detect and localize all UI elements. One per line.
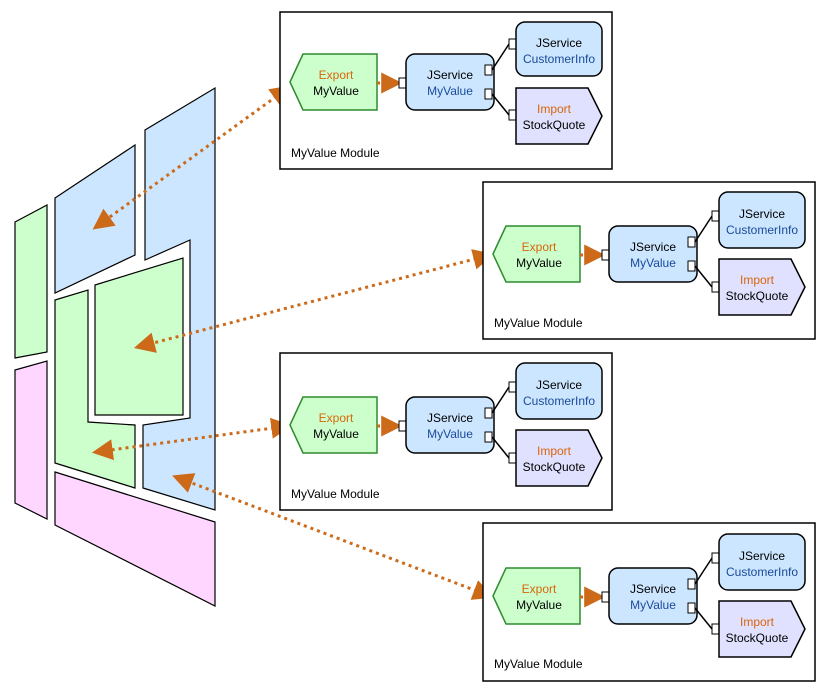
connector-arrow xyxy=(91,417,293,461)
reference-shape[interactable] xyxy=(718,533,806,591)
export-name: MyValue xyxy=(516,598,562,612)
port-in xyxy=(508,109,517,121)
component-shape[interactable] xyxy=(608,567,698,625)
port-in xyxy=(508,38,517,50)
pane-pink-left xyxy=(14,360,48,520)
export-label: Export xyxy=(522,240,557,254)
port-in xyxy=(711,281,720,293)
import-name: StockQuote xyxy=(523,460,586,474)
wire xyxy=(694,557,713,585)
export-name: MyValue xyxy=(516,256,562,270)
module-caption: MyValue Module xyxy=(291,146,380,160)
port-in xyxy=(601,249,610,261)
component-name: MyValue xyxy=(630,256,676,270)
port-in xyxy=(711,552,720,564)
wire xyxy=(491,93,510,116)
reference-name: CustomerInfo xyxy=(726,565,798,579)
wire xyxy=(694,265,713,288)
perspective-page xyxy=(14,86,216,607)
import-shape[interactable] xyxy=(718,600,806,658)
component-name: MyValue xyxy=(427,427,473,441)
port-in xyxy=(508,452,517,464)
wire xyxy=(491,43,510,71)
export-label: Export xyxy=(522,582,557,596)
pane-blue-top-left xyxy=(54,143,136,294)
export-label: Export xyxy=(319,68,354,82)
component-shape[interactable] xyxy=(405,53,495,111)
port-in xyxy=(711,210,720,222)
import-shape[interactable] xyxy=(718,258,806,316)
module-box: Export MyValue JService MyValue JService… xyxy=(279,11,613,170)
port-in xyxy=(398,420,407,432)
export-shape[interactable] xyxy=(289,396,378,454)
port-out xyxy=(484,88,493,100)
reference-shape[interactable] xyxy=(515,21,603,77)
module-caption: MyValue Module xyxy=(494,657,583,671)
module-caption: MyValue Module xyxy=(494,316,583,330)
pane-green-left xyxy=(14,204,48,359)
export-label: Export xyxy=(319,411,354,425)
module-caption: MyValue Module xyxy=(291,487,380,501)
export-shape[interactable] xyxy=(492,567,581,625)
wire xyxy=(491,386,510,414)
reference-name: CustomerInfo xyxy=(523,394,595,408)
port-in xyxy=(601,591,610,603)
module-box: Export MyValue JService MyValue JService… xyxy=(279,352,613,511)
wire xyxy=(491,436,510,459)
connector-arrow xyxy=(133,249,495,353)
connector-arrow xyxy=(92,85,292,230)
port-out xyxy=(687,260,696,272)
port-in xyxy=(711,623,720,635)
pane-green-inner xyxy=(94,257,184,416)
module-box: Export MyValue JService MyValue JService… xyxy=(482,522,816,682)
component-shape[interactable] xyxy=(405,396,495,454)
reference-name: CustomerInfo xyxy=(523,52,595,66)
reference-label: JService xyxy=(739,549,785,563)
port-in xyxy=(398,77,407,89)
import-name: StockQuote xyxy=(726,631,789,645)
port-in xyxy=(508,381,517,393)
export-shape[interactable] xyxy=(492,225,581,283)
reference-shape[interactable] xyxy=(718,191,806,249)
wire xyxy=(694,215,713,243)
component-name: MyValue xyxy=(630,598,676,612)
reference-name: CustomerInfo xyxy=(726,223,798,237)
port-out xyxy=(687,236,696,248)
reference-label: JService xyxy=(536,36,582,50)
component-label: JService xyxy=(630,582,676,596)
import-shape[interactable] xyxy=(515,87,603,145)
import-label: Import xyxy=(537,444,572,458)
import-label: Import xyxy=(740,615,775,629)
wire xyxy=(694,607,713,630)
port-out xyxy=(687,602,696,614)
component-label: JService xyxy=(427,68,473,82)
port-out xyxy=(687,578,696,590)
import-label: Import xyxy=(537,102,572,116)
port-out xyxy=(484,431,493,443)
export-name: MyValue xyxy=(313,84,359,98)
port-out xyxy=(484,407,493,419)
port-out xyxy=(484,64,493,76)
reference-label: JService xyxy=(536,378,582,392)
reference-label: JService xyxy=(739,207,785,221)
component-label: JService xyxy=(427,411,473,425)
module-box: Export MyValue JService MyValue JService… xyxy=(482,181,816,340)
export-shape[interactable] xyxy=(289,53,378,111)
component-shape[interactable] xyxy=(608,225,698,283)
component-name: MyValue xyxy=(427,84,473,98)
import-name: StockQuote xyxy=(523,118,586,132)
reference-shape[interactable] xyxy=(515,362,603,420)
import-name: StockQuote xyxy=(726,289,789,303)
import-shape[interactable] xyxy=(515,429,603,487)
connector-arrows xyxy=(91,85,495,600)
component-label: JService xyxy=(630,240,676,254)
import-label: Import xyxy=(740,273,775,287)
export-name: MyValue xyxy=(313,427,359,441)
